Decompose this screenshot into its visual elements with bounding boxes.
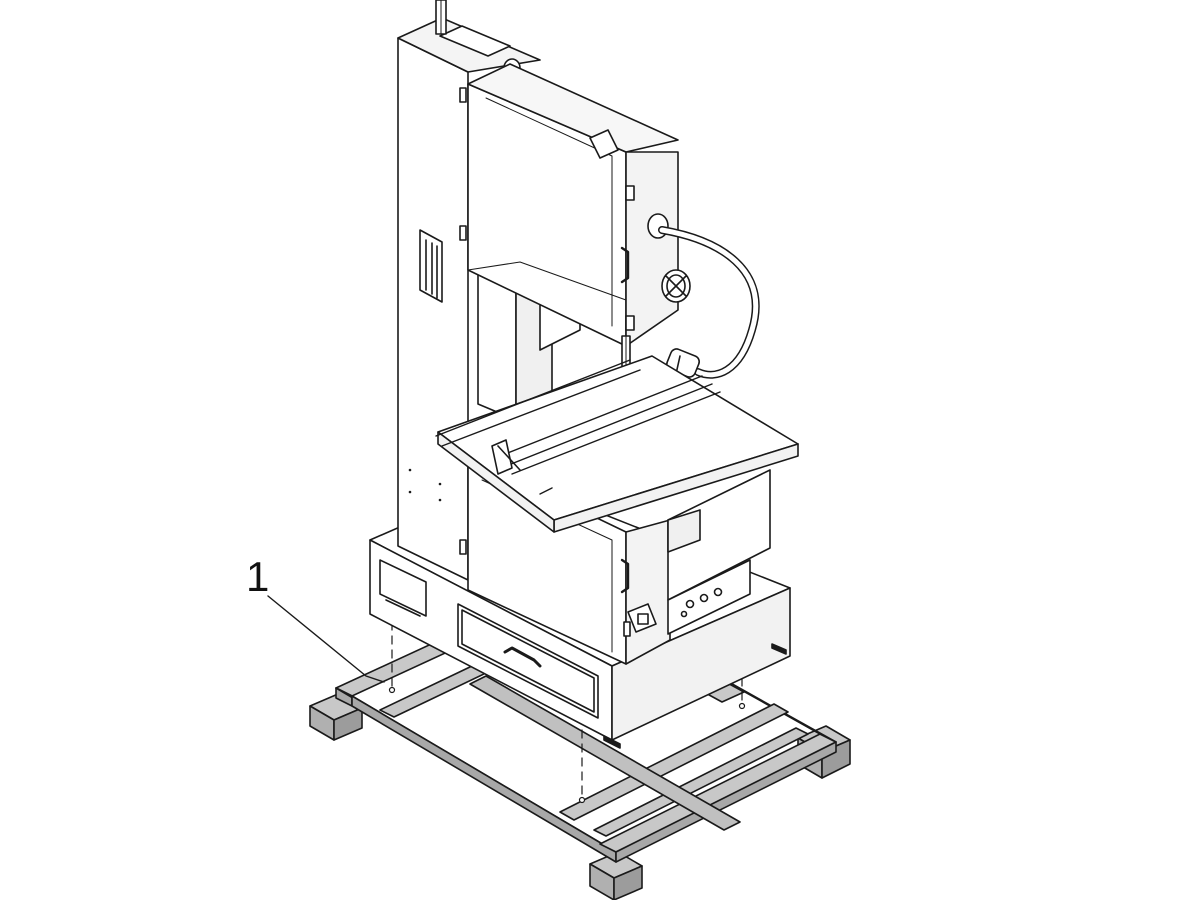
upper-latch [589,129,619,159]
upper-door-handle [620,246,630,284]
pallet-foot-front [589,851,643,901]
lower-latch [623,603,657,637]
tension-wheel [661,269,691,303]
lower-door-side [625,519,671,665]
upper-door-side [625,151,679,347]
pallet-inner-long [469,675,741,831]
cabinet-side [611,587,791,741]
mounting-holes [388,686,746,804]
pallet-rail-front-right [599,733,837,853]
pallet-cross-2 [559,703,789,821]
frame-back-side [397,37,469,581]
table-left-edge [437,431,555,533]
lower-door-handle [620,558,630,594]
fence-lock [491,439,521,475]
side-vent [419,229,443,303]
motor-box [667,469,771,635]
drawer-handle [503,646,542,668]
top-plate [439,25,511,57]
fence-rails [435,359,721,495]
callout-leader [267,595,385,683]
upper-wheel-housing [459,63,691,347]
control-panel [667,559,751,635]
callout-label-1: 1 [246,553,270,600]
pallet-rail-front-right-side [615,741,837,863]
upper-door-top [467,63,679,153]
work-table [435,355,799,533]
drawer-front [457,603,599,719]
cabinet-opening [379,559,427,617]
flex-hose [658,226,760,379]
pallet-cross-3 [593,727,809,837]
